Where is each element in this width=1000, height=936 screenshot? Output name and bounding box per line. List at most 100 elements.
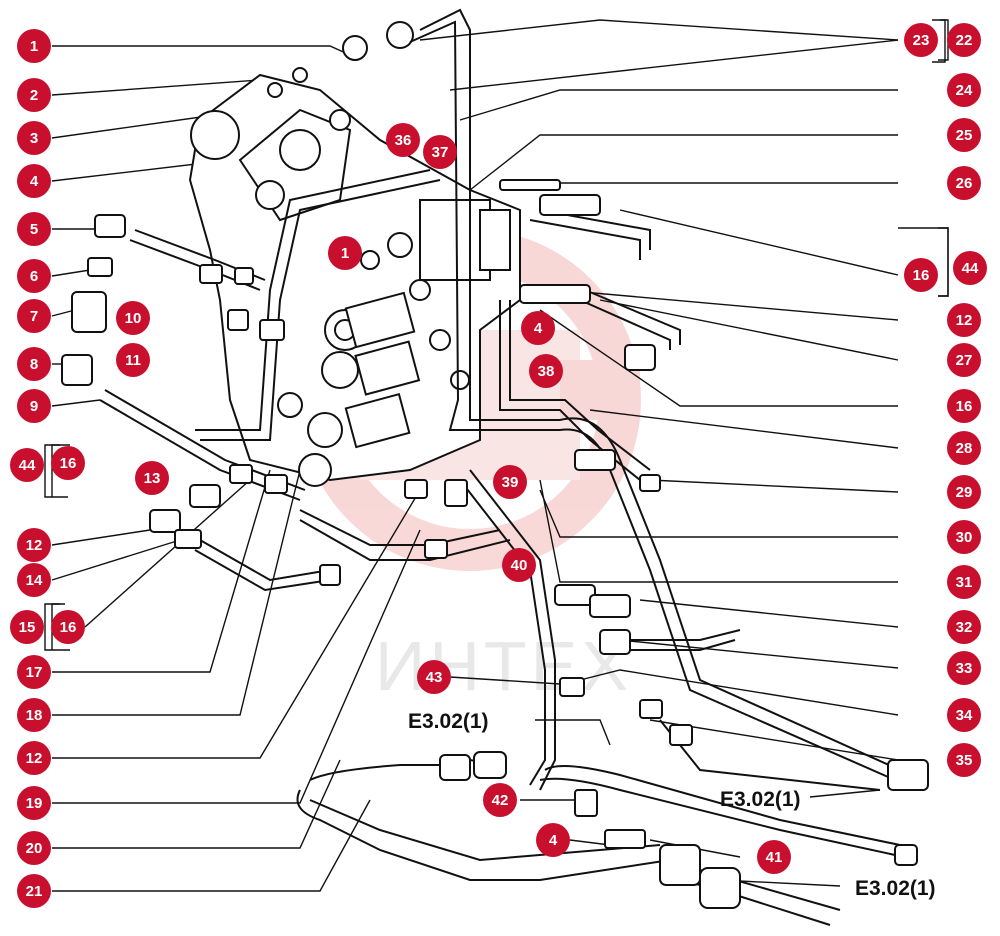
svg-text:31: 31 — [956, 574, 973, 591]
callout: 29 — [947, 475, 981, 509]
callout: 26 — [947, 166, 981, 200]
svg-text:16: 16 — [60, 619, 77, 636]
reference-label-2: E3.02(1) — [720, 788, 801, 811]
svg-text:20: 20 — [26, 840, 43, 857]
callout: 2 — [17, 78, 51, 112]
svg-text:3: 3 — [30, 130, 38, 147]
callout: 40 — [502, 548, 536, 582]
svg-text:2: 2 — [30, 87, 38, 104]
svg-text:34: 34 — [956, 707, 973, 724]
callout: 37 — [423, 135, 457, 169]
callout: 4 — [521, 311, 555, 345]
svg-text:18: 18 — [26, 707, 43, 724]
callout: 38 — [529, 354, 563, 388]
svg-text:7: 7 — [30, 308, 38, 325]
svg-text:12: 12 — [26, 537, 43, 554]
svg-text:14: 14 — [26, 572, 43, 589]
svg-text:1: 1 — [341, 245, 349, 262]
svg-text:35: 35 — [956, 752, 973, 769]
callout: 16 — [51, 446, 85, 480]
svg-text:25: 25 — [956, 127, 973, 144]
callout: 24 — [947, 73, 981, 107]
svg-text:36: 36 — [395, 132, 412, 149]
svg-text:39: 39 — [502, 474, 519, 491]
callout: 44 — [953, 251, 987, 285]
callout: 3 — [17, 121, 51, 155]
callout: 39 — [493, 465, 527, 499]
callout: 10 — [116, 301, 150, 335]
svg-text:16: 16 — [956, 398, 973, 415]
group-brackets — [44, 19, 949, 651]
svg-text:27: 27 — [956, 352, 973, 369]
svg-text:21: 21 — [26, 883, 43, 900]
svg-text:1: 1 — [30, 38, 38, 55]
svg-text:19: 19 — [26, 795, 43, 812]
svg-text:9: 9 — [30, 398, 38, 415]
callout: 44 — [10, 448, 44, 482]
fittings — [61, 179, 929, 909]
callout: 42 — [483, 783, 517, 817]
svg-text:10: 10 — [125, 310, 142, 327]
callout: 27 — [947, 343, 981, 377]
callout: 22 — [947, 23, 981, 57]
svg-text:28: 28 — [956, 440, 973, 457]
callout: 8 — [17, 347, 51, 381]
callout: 12 — [947, 303, 981, 337]
svg-text:16: 16 — [60, 455, 77, 472]
reference-label-1: E3.02(1) — [408, 710, 489, 733]
valve-block — [188, 21, 521, 487]
svg-text:24: 24 — [956, 82, 973, 99]
callout: 16 — [51, 610, 85, 644]
callout: 16 — [947, 389, 981, 423]
svg-text:8: 8 — [30, 356, 38, 373]
callout: 15 — [10, 610, 44, 644]
svg-text:15: 15 — [19, 619, 36, 636]
callout: 5 — [17, 212, 51, 246]
svg-text:4: 4 — [30, 173, 39, 190]
svg-text:43: 43 — [426, 669, 443, 686]
callout: 43 — [417, 660, 451, 694]
svg-text:37: 37 — [432, 144, 449, 161]
callout: 34 — [947, 698, 981, 732]
svg-text:44: 44 — [962, 260, 979, 277]
callout: 21 — [17, 874, 51, 908]
callout: 4 — [536, 823, 570, 857]
callout: 1 — [328, 236, 362, 270]
callouts-left: 1 2 3 4 5 6 7 8 9 44 16 13 12 14 15 16 1… — [10, 29, 169, 908]
callout: 18 — [17, 698, 51, 732]
callouts-inner: 10 11 36 37 1 4 38 39 40 43 42 4 41 — [116, 123, 791, 874]
svg-text:22: 22 — [956, 32, 973, 49]
callout: 19 — [17, 786, 51, 820]
svg-text:40: 40 — [511, 557, 528, 574]
svg-text:44: 44 — [19, 457, 36, 474]
reference-label-3: E3.02(1) — [855, 877, 936, 900]
callout: 32 — [947, 610, 981, 644]
callout: 31 — [947, 565, 981, 599]
svg-text:12: 12 — [956, 312, 973, 329]
svg-text:26: 26 — [956, 175, 973, 192]
svg-text:12: 12 — [26, 750, 43, 767]
svg-text:13: 13 — [144, 470, 161, 487]
callout: 25 — [947, 118, 981, 152]
svg-text:38: 38 — [538, 363, 555, 380]
callout: 17 — [17, 655, 51, 689]
svg-text:16: 16 — [913, 267, 930, 284]
callout: 23 — [904, 23, 938, 57]
svg-text:4: 4 — [534, 320, 543, 337]
callout: 35 — [947, 743, 981, 777]
callout: 41 — [757, 840, 791, 874]
callout: 20 — [17, 831, 51, 865]
callout: 13 — [135, 461, 169, 495]
callouts-right: 23 22 24 25 26 44 16 12 27 16 28 29 30 3… — [904, 23, 987, 777]
svg-text:17: 17 — [26, 664, 43, 681]
svg-text:30: 30 — [956, 529, 973, 546]
callout: 4 — [17, 164, 51, 198]
callout: 16 — [904, 258, 938, 292]
svg-text:42: 42 — [492, 792, 509, 809]
callout: 9 — [17, 389, 51, 423]
watermark-text: ИНТЕХ — [375, 627, 632, 705]
callout: 30 — [947, 520, 981, 554]
callout: 36 — [386, 123, 420, 157]
svg-text:5: 5 — [30, 221, 38, 238]
